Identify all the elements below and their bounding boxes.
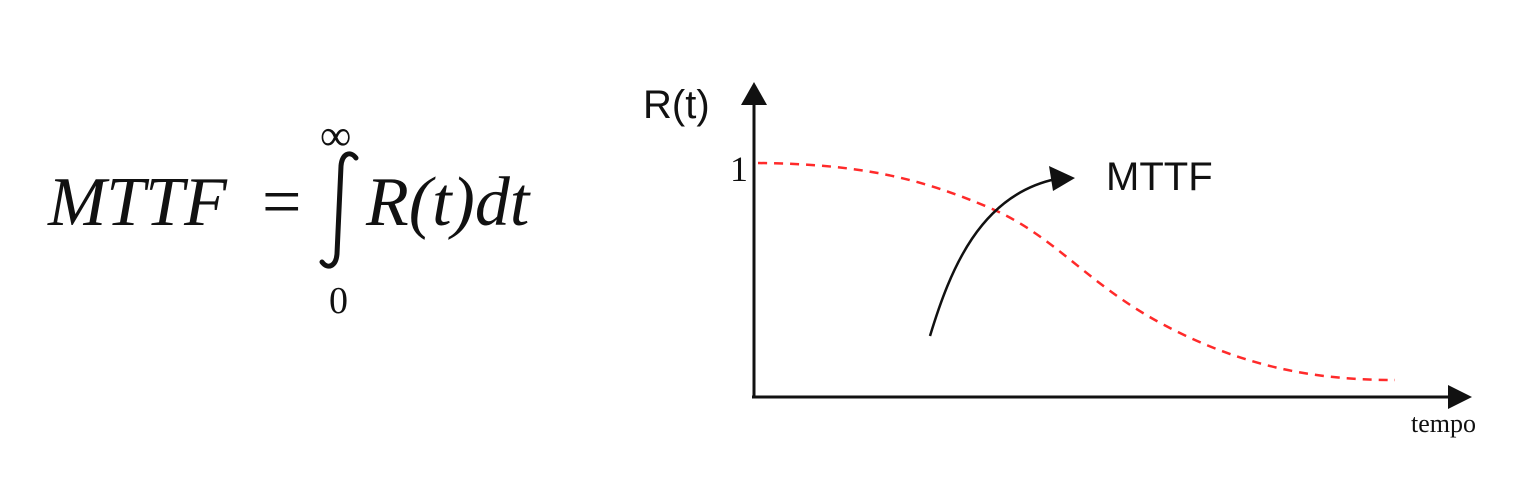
- mttf-annotation-label: MTTF: [1106, 155, 1213, 199]
- x-axis-label: tempo: [1411, 409, 1476, 438]
- x-axis-arrow-icon: [1448, 385, 1472, 409]
- integral-lower-limit: 0: [329, 280, 348, 322]
- y-axis-label: R(t): [643, 83, 710, 127]
- formula-equals: =: [262, 164, 302, 241]
- integral-upper-limit: ∞: [320, 111, 352, 160]
- y-tick-label: 1: [730, 149, 748, 189]
- formula-integrand: R(t)dt: [366, 164, 530, 241]
- integral-sign-icon: [319, 151, 359, 269]
- mttf-formula: MTTF = ∞ 0 R(t)dt: [0, 0, 600, 487]
- y-axis-arrow-icon: [741, 82, 767, 105]
- mttf-arrowhead-icon: [1049, 166, 1075, 191]
- mttf-arrow: [928, 177, 1057, 337]
- formula-lhs: MTTF: [48, 164, 227, 241]
- reliability-curve: [757, 161, 1396, 382]
